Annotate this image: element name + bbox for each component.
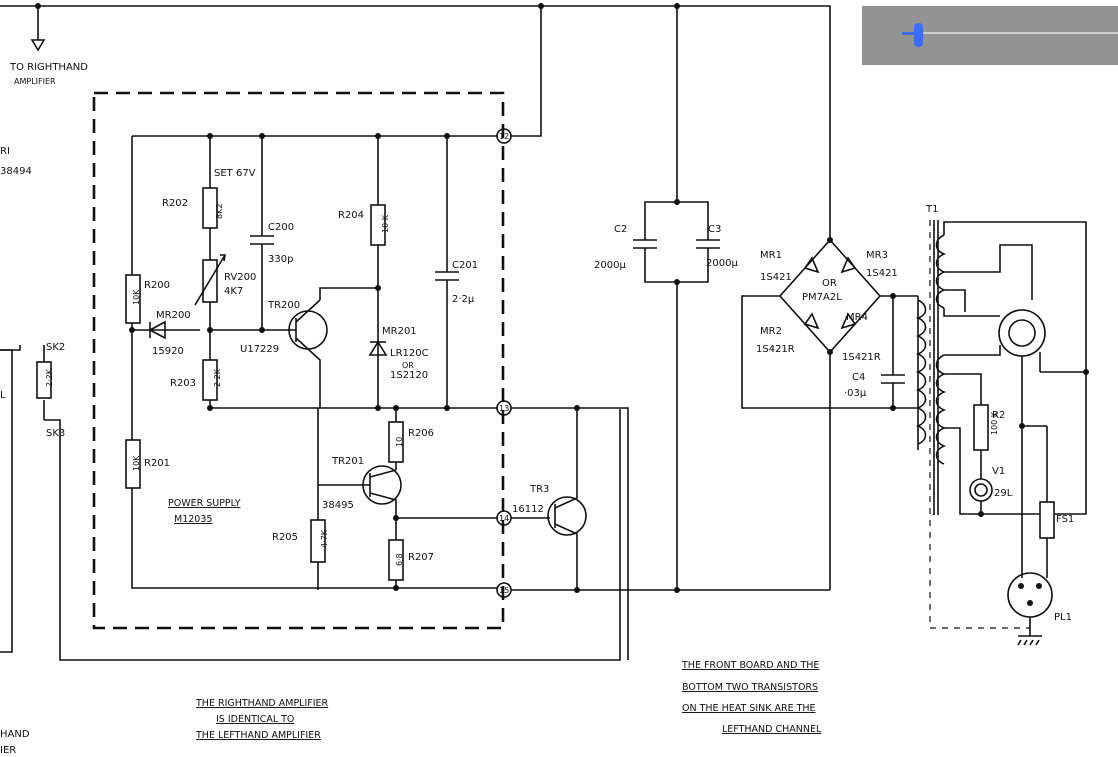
label-t1: T1 bbox=[925, 204, 938, 215]
value-15920: 15920 bbox=[152, 346, 184, 357]
value-6-8: 6·8 bbox=[395, 553, 404, 566]
value-10k-200: 10K bbox=[132, 289, 141, 305]
slider-track[interactable] bbox=[902, 32, 1118, 34]
label-tr3: TR3 bbox=[529, 484, 549, 495]
label-r200: R200 bbox=[144, 280, 170, 291]
value-2000-c3: 2000µ bbox=[706, 258, 738, 269]
value-16112: 16112 bbox=[512, 504, 544, 515]
value-pm7a2l: PM7A2L bbox=[802, 292, 842, 303]
value-2-2k-sk: 2·2K bbox=[45, 368, 54, 387]
slider-thumb[interactable] bbox=[914, 23, 924, 47]
value-2000-c2: 2000µ bbox=[594, 260, 626, 271]
label-mr200: MR200 bbox=[156, 310, 191, 321]
value-8k2: 8K2 bbox=[215, 204, 224, 219]
note-front-board-1: THE FRONT BOARD AND THE bbox=[681, 660, 819, 671]
label-fs1: FS1 bbox=[1056, 514, 1074, 525]
label-tr201: TR201 bbox=[331, 456, 364, 467]
value-2-2u: 2·2µ bbox=[452, 294, 475, 305]
label-set67: SET 67V bbox=[214, 168, 256, 179]
value-2-2k-203: 2·2K bbox=[213, 368, 222, 387]
pin-13: 13 bbox=[499, 404, 509, 413]
pin-15: 15 bbox=[499, 586, 509, 595]
label-r204: R204 bbox=[338, 210, 364, 221]
value-03u: ·03µ bbox=[844, 388, 867, 399]
value-m12035: M12035 bbox=[174, 514, 212, 525]
value-10k-204: 10 K bbox=[381, 214, 390, 233]
label-r207: R207 bbox=[408, 552, 434, 563]
value-1s421r-mr2: 1S421R bbox=[756, 344, 795, 355]
value-1s2120: 1S2120 bbox=[390, 370, 428, 381]
value-10k-201: 10K bbox=[132, 455, 141, 471]
value-1s421-mr1: 1S421 bbox=[760, 272, 792, 283]
label-r2: R2 bbox=[992, 410, 1005, 421]
note-front-board-4: LEFTHAND CHANNEL bbox=[722, 724, 822, 735]
label-mr3: MR3 bbox=[866, 250, 888, 261]
label-v1: V1 bbox=[992, 466, 1005, 477]
label-mr201: MR201 bbox=[382, 326, 417, 337]
note-front-board-3: ON THE HEAT SINK ARE THE bbox=[682, 703, 816, 714]
label-c2: C2 bbox=[614, 224, 627, 235]
value-4k7: 4K7 bbox=[224, 286, 243, 297]
label-38494: 38494 bbox=[0, 166, 32, 177]
pin-12: 12 bbox=[499, 132, 509, 141]
slider-fill bbox=[902, 32, 919, 35]
value-lr120c: LR120C bbox=[390, 348, 429, 359]
note-right-identical-3: THE LEFTHAND AMPLIFIER bbox=[195, 730, 321, 741]
label-tr200: TR200 bbox=[267, 300, 300, 311]
value-or-mr201: OR bbox=[402, 361, 414, 370]
value-38495: 38495 bbox=[322, 500, 354, 511]
value-1s421r-mr4: 1S421R bbox=[842, 352, 881, 363]
note-front-board-2: BOTTOM TWO TRANSISTORS bbox=[682, 682, 818, 693]
label-rv200: RV200 bbox=[224, 272, 256, 283]
label-r206: R206 bbox=[408, 428, 434, 439]
label-c200: C200 bbox=[268, 222, 294, 233]
label-power-supply: POWER SUPPLY bbox=[168, 498, 241, 509]
label-ri: RI bbox=[0, 146, 10, 157]
value-10-206: 10 bbox=[395, 437, 404, 447]
zoom-slider-panel bbox=[862, 6, 1118, 65]
value-29l: 29L bbox=[994, 488, 1013, 499]
value-330p: 330p bbox=[268, 254, 293, 265]
label-pl1: PL1 bbox=[1054, 612, 1072, 623]
label-c4: C4 bbox=[852, 372, 865, 383]
value-1s421-mr3: 1S421 bbox=[866, 268, 898, 279]
pin-14: 14 bbox=[499, 514, 509, 523]
label-r203: R203 bbox=[170, 378, 196, 389]
label-sk2: SK2 bbox=[46, 342, 65, 353]
label-c201: C201 bbox=[452, 260, 478, 271]
label-hand: HAND bbox=[0, 729, 30, 740]
value-100k: 100 K bbox=[990, 411, 999, 435]
note-right-identical-1: THE RIGHTHAND AMPLIFIER bbox=[195, 698, 329, 709]
label-ier: IER bbox=[0, 745, 16, 756]
label-mr4: MR4 bbox=[846, 312, 868, 323]
label-amplifier-top: AMPLIFIER bbox=[14, 77, 56, 86]
value-4-7k: 4·7K bbox=[320, 529, 329, 548]
label-c3: C3 bbox=[708, 224, 721, 235]
label-mr2: MR2 bbox=[760, 326, 782, 337]
label-mr1: MR1 bbox=[760, 250, 782, 261]
label-sk3: SK3 bbox=[46, 428, 65, 439]
note-right-identical-2: IS IDENTICAL TO bbox=[216, 714, 294, 725]
label-r205: R205 bbox=[272, 532, 298, 543]
label-r201: R201 bbox=[144, 458, 170, 469]
label-to-righthand: TO RIGHTHAND bbox=[9, 62, 88, 73]
label-or-bridge: OR bbox=[822, 278, 837, 289]
value-u17229: U17229 bbox=[240, 344, 279, 355]
label-l: L bbox=[0, 390, 6, 401]
label-r202: R202 bbox=[162, 198, 188, 209]
